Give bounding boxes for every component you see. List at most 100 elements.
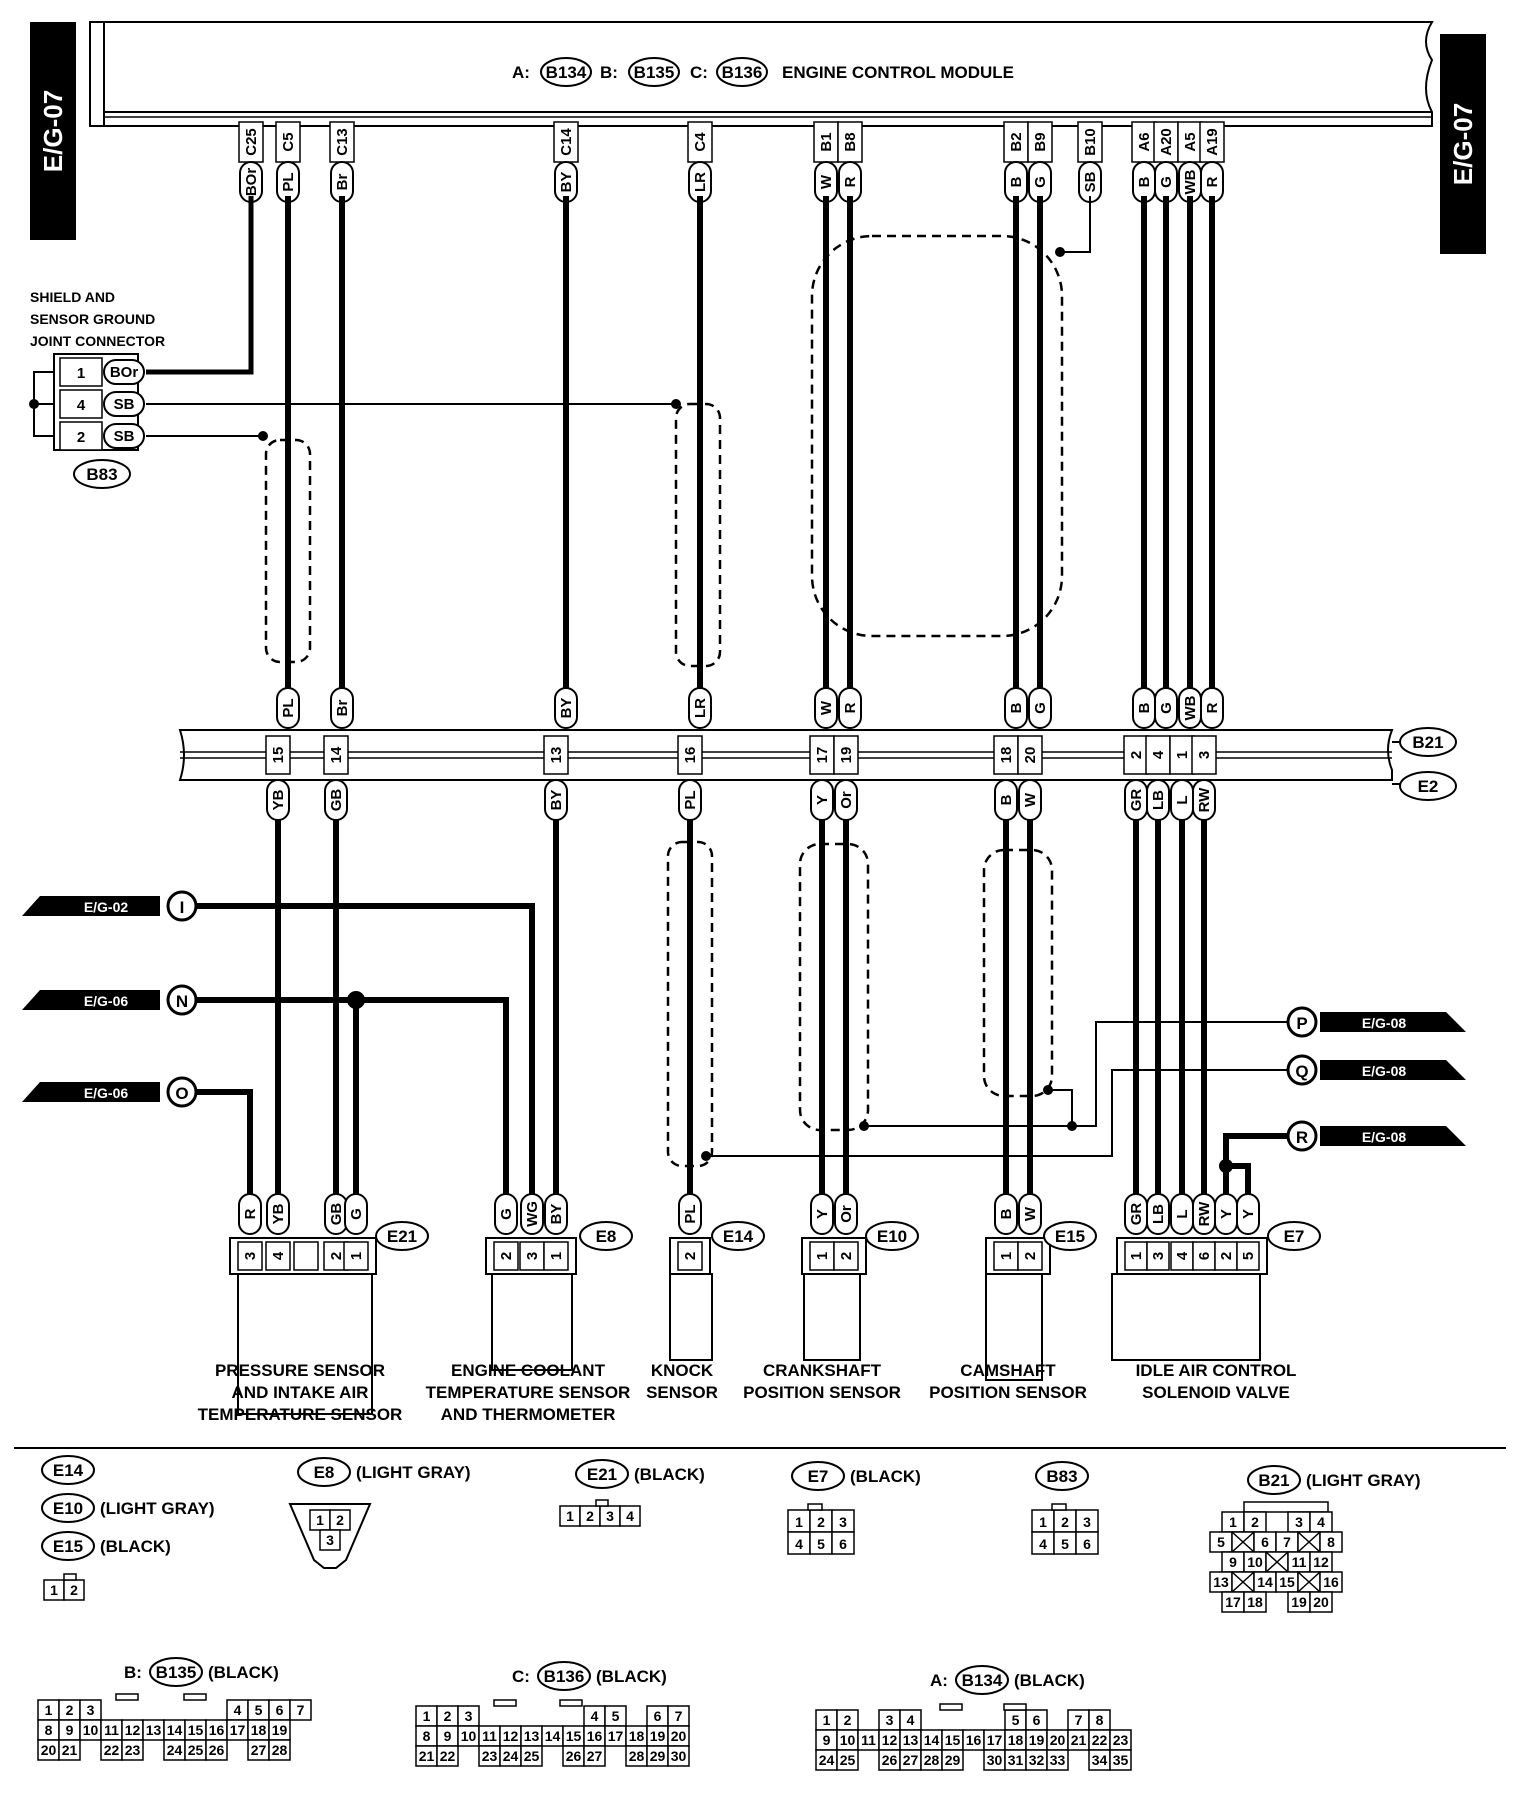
legend-conn-label: E7 — [808, 1467, 829, 1486]
pin-grid-number: 26 — [566, 1748, 582, 1764]
pin-grid-number: 13 — [903, 1732, 919, 1748]
component-name: CAMSHAFT — [960, 1361, 1056, 1380]
wire-color-label: PL — [280, 172, 297, 191]
legend-conn-label: B134 — [962, 1671, 1003, 1690]
legend-conn-label: B135 — [156, 1663, 197, 1682]
component-pin-label: 2 — [498, 1252, 515, 1260]
pin-grid-number: 1 — [1039, 1514, 1047, 1530]
page-tag-right: E/G-07 — [1440, 34, 1486, 254]
ecm-pin-label: A5 — [1182, 132, 1199, 151]
wire-color-label: B — [998, 1208, 1015, 1219]
component-name: SENSOR — [646, 1383, 718, 1402]
pin-grid-number: 16 — [1323, 1574, 1339, 1590]
pin-grid-number: 10 — [83, 1722, 99, 1738]
pin-grid-number: 20 — [1313, 1594, 1329, 1610]
b21-pin-label: 3 — [1196, 751, 1213, 759]
b21-pin-label: 18 — [998, 747, 1015, 764]
wire-color-label: B — [998, 794, 1015, 805]
component-pin-cell — [293, 1241, 319, 1271]
svg-text:JOINT CONNECTOR: JOINT CONNECTOR — [30, 333, 165, 349]
component-pin-label: 1 — [998, 1252, 1015, 1260]
pin-grid-number: 3 — [839, 1514, 847, 1530]
pin-grid-number: 10 — [840, 1732, 856, 1748]
pin-grid-cell — [121, 1739, 144, 1761]
component-name: POSITION SENSOR — [743, 1383, 901, 1402]
component-name: IDLE AIR CONTROL — [1136, 1361, 1297, 1380]
pin-grid-cell — [941, 1749, 964, 1771]
pin-grid-number: 29 — [650, 1748, 666, 1764]
component-pin-label: 2 — [328, 1252, 345, 1260]
legend-conn-ellipse — [41, 1531, 95, 1561]
pin-grid-cell — [205, 1739, 228, 1761]
offpage-ref-label: E/G-08 — [1362, 1063, 1407, 1079]
legend-conn-label: B136 — [544, 1667, 585, 1686]
legend-conn-label: B83 — [1046, 1467, 1077, 1486]
component-wire-capsule — [994, 1193, 1018, 1235]
pin-grid-number: 28 — [629, 1748, 645, 1764]
component-pin-label: 3 — [524, 1252, 541, 1260]
ecm-pin-cell — [238, 121, 264, 163]
offpage-arrow — [1320, 1060, 1466, 1080]
b21-upper-wire — [554, 687, 578, 729]
pin-grid-number: 3 — [886, 1712, 894, 1728]
component-pin-cell — [809, 1241, 835, 1271]
wire-color-label: W — [1022, 1206, 1039, 1221]
pin-grid-cell — [1075, 1531, 1099, 1555]
wire-color-label: R — [842, 176, 859, 187]
pin-grid-number: 25 — [524, 1748, 540, 1764]
component-conn-ellipse — [1043, 1221, 1097, 1251]
offpage-letter: N — [176, 992, 188, 1011]
wire-color-label: GB — [328, 1203, 345, 1226]
pin-grid-number: 35 — [1113, 1752, 1129, 1768]
wire-color-label: Y — [1218, 1209, 1235, 1219]
pin-grid-number: 6 — [839, 1536, 847, 1552]
pin-grid-cell — [619, 1505, 641, 1527]
pin-grid-number: 2 — [844, 1712, 852, 1728]
pin-grid-number: 2 — [444, 1708, 452, 1724]
offpage-letter: O — [175, 1084, 188, 1103]
component-name: ENGINE COOLANT — [451, 1361, 606, 1380]
offpage-ref-label: E/G-06 — [84, 1085, 129, 1101]
ecm-pin-label: B8 — [842, 132, 859, 151]
pin-grid-blank — [1297, 1571, 1321, 1593]
wire-color-label: LB — [1150, 1204, 1167, 1224]
wire-color-label: PL — [682, 1204, 699, 1223]
wire-color-label: LR — [692, 698, 709, 718]
pin-grid-number: 1 — [823, 1712, 831, 1728]
legend-color-label: (LIGHT GRAY) — [356, 1463, 471, 1482]
wire-color-label: YB — [270, 1203, 287, 1224]
latch — [1243, 1501, 1329, 1513]
latch — [939, 1703, 963, 1711]
component-name: AND THERMOMETER — [441, 1405, 616, 1424]
pin-grid-number: 26 — [882, 1752, 898, 1768]
component-name: TEMPERATURE SENSOR — [426, 1383, 631, 1402]
ecm-pin-label: A20 — [1158, 128, 1175, 156]
pin-grid-number: 5 — [817, 1536, 825, 1552]
component-wire-capsule — [810, 1193, 834, 1235]
component-wire-capsule — [544, 1193, 568, 1235]
wire-color-label: WG — [524, 1201, 541, 1227]
wire-color-label: W — [1022, 792, 1039, 807]
pin-grid-number: 2 — [66, 1702, 74, 1718]
wire-color-label: B — [1136, 702, 1153, 713]
component-wire-capsule — [344, 1193, 368, 1235]
pin-grid-blank — [1231, 1531, 1255, 1553]
b21-pin-cell — [543, 735, 569, 775]
offpage-letter-circle — [1286, 1006, 1318, 1038]
pin-grid-number: 14 — [924, 1732, 940, 1748]
pin-grid-number: 10 — [461, 1728, 477, 1744]
component-pin-label: 1 — [814, 1252, 831, 1260]
wire-color-label: L — [1174, 795, 1191, 804]
wire-color-label: L — [1174, 1209, 1191, 1218]
latch — [559, 1699, 583, 1707]
component-body — [803, 1273, 861, 1361]
wire-color-label: W — [818, 174, 835, 189]
component-pin-label: 3 — [1150, 1252, 1167, 1260]
b21-upper-wire — [814, 687, 838, 729]
pin-grid-number: 1 — [1229, 1514, 1237, 1530]
ecm-pin-label: C14 — [558, 128, 575, 156]
wire-color-label: PL — [280, 698, 297, 717]
component-wire-capsule — [494, 1193, 518, 1235]
component-wire-capsule — [678, 1193, 702, 1235]
